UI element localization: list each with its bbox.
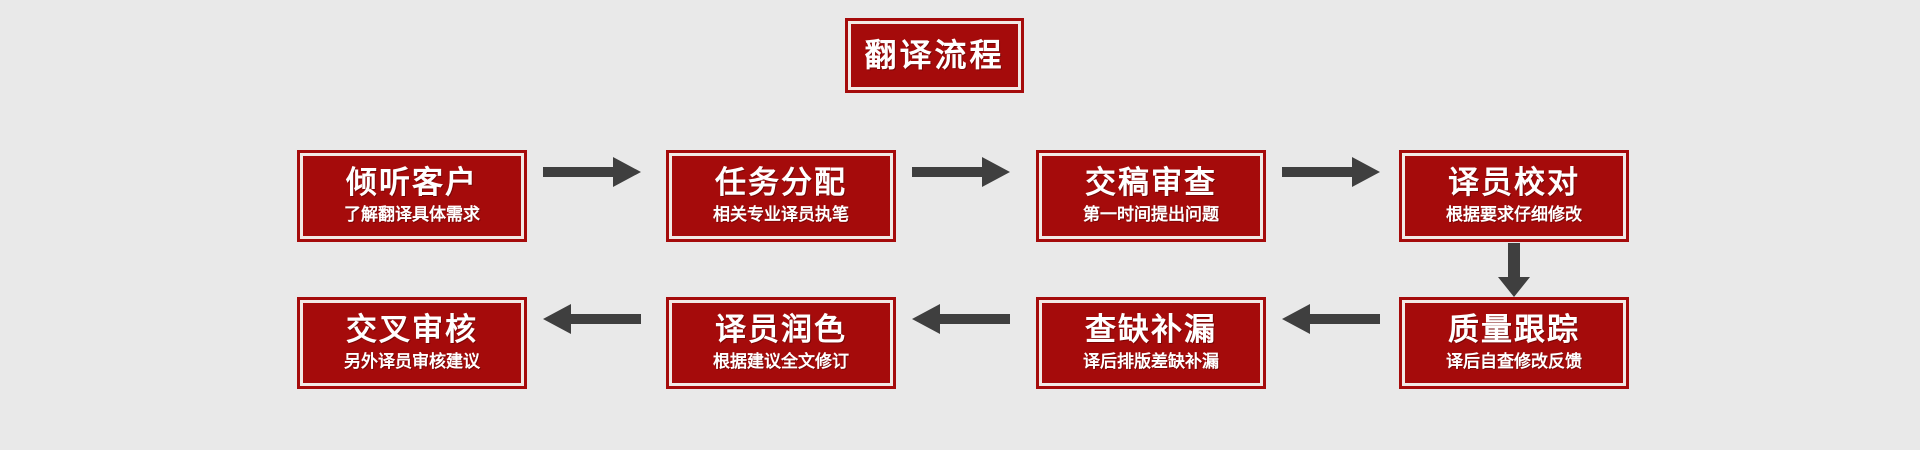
arrow-down-icon [1494,243,1534,297]
arrow-right-icon [1282,152,1380,192]
flowchart-title-text: 翻译流程 [864,35,1005,74]
node-sub-label: 根据建议全文修订 [713,351,849,372]
node-main-label: 交稿审查 [1085,165,1217,202]
node-main-label: 查缺补漏 [1085,312,1217,349]
process-node-task-assignment[interactable]: 任务分配 相关专业译员执笔 [666,150,896,242]
node-main-label: 交叉审核 [346,312,478,349]
process-node-quality-tracking[interactable]: 质量跟踪 译后自查修改反馈 [1399,297,1629,389]
node-sub-label: 译后自查修改反馈 [1446,351,1582,372]
arrow-right-icon [912,152,1010,192]
node-main-label: 任务分配 [715,165,847,202]
node-sub-label: 相关专业译员执笔 [713,204,849,225]
node-sub-label: 译后排版差缺补漏 [1083,351,1219,372]
process-node-cross-review[interactable]: 交叉审核 另外译员审核建议 [297,297,527,389]
process-node-translator-polish[interactable]: 译员润色 根据建议全文修订 [666,297,896,389]
flowchart-title-box: 翻译流程 [845,18,1024,93]
node-sub-label: 根据要求仔细修改 [1446,204,1582,225]
node-sub-label: 了解翻译具体需求 [344,204,480,225]
arrow-left-icon [912,299,1010,339]
node-main-label: 倾听客户 [346,165,478,202]
arrow-left-icon [543,299,641,339]
arrow-right-icon [543,152,641,192]
node-main-label: 译员校对 [1448,165,1580,202]
process-node-gap-fill[interactable]: 查缺补漏 译后排版差缺补漏 [1036,297,1266,389]
node-sub-label: 第一时间提出问题 [1083,204,1219,225]
node-sub-label: 另外译员审核建议 [344,351,480,372]
process-node-draft-review[interactable]: 交稿审查 第一时间提出问题 [1036,150,1266,242]
process-node-translator-proofread[interactable]: 译员校对 根据要求仔细修改 [1399,150,1629,242]
process-node-listen-to-client[interactable]: 倾听客户 了解翻译具体需求 [297,150,527,242]
arrow-left-icon [1282,299,1380,339]
node-main-label: 质量跟踪 [1448,312,1580,349]
node-main-label: 译员润色 [715,312,847,349]
